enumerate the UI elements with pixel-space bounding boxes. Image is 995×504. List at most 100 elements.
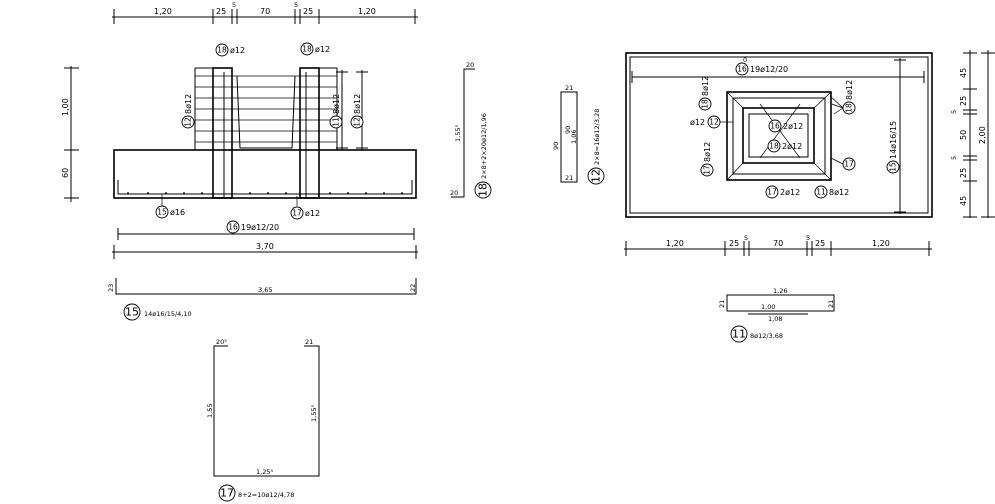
mark-18-top-left: 18 ø12	[215, 43, 245, 57]
svg-text:1,08: 1,08	[768, 315, 782, 323]
plan-inner	[629, 56, 929, 214]
svg-text:3,65: 3,65	[258, 286, 272, 294]
svg-text:19ø12/20: 19ø12/20	[750, 65, 788, 74]
svg-text:ø12: ø12	[305, 209, 320, 218]
svg-text:12: 12	[184, 117, 193, 127]
svg-text:1,55⁵: 1,55⁵	[310, 405, 318, 422]
svg-text:8ø12/3,68: 8ø12/3,68	[750, 332, 783, 340]
plan-col-core	[748, 113, 809, 158]
plan-mark-18-l: 18 8ø12	[698, 76, 712, 111]
pedestal-right	[299, 67, 320, 199]
plan-mark-16-a: 16 2ø12	[768, 119, 803, 133]
svg-text:17: 17	[844, 160, 854, 169]
svg-text:12: 12	[590, 169, 603, 183]
svg-text:18: 18	[217, 46, 227, 55]
svg-text:15: 15	[157, 208, 167, 217]
label-18-a: ø12	[230, 46, 245, 55]
svg-text:11: 11	[816, 188, 826, 197]
svg-text:2ø12: 2ø12	[780, 188, 800, 197]
plan-col-inner	[742, 107, 815, 164]
internal-dims	[336, 70, 368, 150]
svg-text:17: 17	[292, 209, 302, 218]
svg-text:17: 17	[220, 487, 234, 500]
svg-text:90: 90	[552, 142, 560, 150]
svg-text:11: 11	[332, 117, 341, 127]
svg-text:21: 21	[718, 300, 726, 308]
svg-text:21: 21	[305, 338, 313, 346]
plan-col-mid	[732, 97, 826, 175]
svg-text:14ø16/15: 14ø16/15	[889, 121, 898, 159]
svg-text:ø12: ø12	[690, 118, 705, 127]
mark-11-col: 11 8ø12	[329, 94, 343, 129]
plan-mark-17-b: 17 2ø12	[765, 185, 800, 199]
svg-text:18: 18	[477, 183, 490, 197]
mark-18-top-right: 18 ø12	[300, 42, 330, 56]
dim-vert-60: 60	[61, 168, 70, 178]
svg-text:8ø12: 8ø12	[845, 80, 854, 100]
mark-17-bottom: 17 ø12	[290, 196, 320, 220]
svg-text:21: 21	[827, 300, 835, 308]
plan-col-diagonals	[726, 91, 832, 181]
svg-text:18: 18	[302, 45, 312, 54]
dim-left-1: 1,20	[154, 7, 172, 16]
svg-text:50: 50	[959, 130, 968, 140]
svg-text:1,55: 1,55	[206, 404, 214, 418]
dim-left-4: 70	[260, 7, 270, 16]
svg-text:5: 5	[806, 234, 810, 242]
base-slab	[113, 149, 417, 199]
bottom-bar-dots	[127, 192, 403, 194]
bar-15-schedule: 23 3,65 22 15 14ø16/15/4,10	[107, 278, 417, 321]
svg-text:25: 25	[959, 96, 968, 106]
svg-text:16: 16	[770, 122, 780, 131]
elevation-view: 1,20 25 5 70 5 25 1,20 1,00 60	[61, 1, 605, 502]
mark-12-col2: 12 8ø12	[350, 94, 364, 129]
svg-text:23: 23	[107, 284, 115, 292]
svg-text:20⁵: 20⁵	[216, 338, 227, 346]
svg-text:90: 90	[564, 126, 572, 134]
svg-text:8ø12: 8ø12	[184, 94, 193, 114]
plan-col-outer	[726, 91, 832, 181]
svg-text:1,26: 1,26	[773, 287, 787, 295]
svg-text:16: 16	[228, 223, 238, 232]
bar-17-schedule: 20⁵ 21 1,55 1,55⁵ 1,25⁵ 17 8+2=10ø12/4,7…	[206, 338, 320, 502]
svg-text:1,55⁵: 1,55⁵	[454, 125, 462, 142]
dim-left-5: 5	[294, 1, 298, 9]
svg-text:15: 15	[889, 162, 898, 172]
bottom-dimension-chain-right: 1,20 25 5 70 5 25 1,20	[624, 234, 932, 256]
inner-hoop	[223, 72, 307, 198]
svg-text:2ø12: 2ø12	[782, 142, 802, 151]
svg-text:1,25⁵: 1,25⁵	[256, 468, 273, 476]
svg-text:8ø12: 8ø12	[703, 142, 712, 162]
svg-text:25: 25	[729, 239, 739, 248]
svg-text:ø16: ø16	[170, 208, 185, 217]
plan-outline	[625, 52, 933, 218]
svg-text:45: 45	[959, 68, 968, 78]
pedestal-left	[212, 67, 233, 199]
svg-text:1,20: 1,20	[666, 239, 684, 248]
column-stirrups	[195, 75, 337, 143]
right-vertical-dims: 45 25 5 50 5 25 45 2,00	[950, 50, 995, 218]
svg-text:8+2=10ø12/4,78: 8+2=10ø12/4,78	[238, 491, 294, 499]
svg-text:15: 15	[125, 306, 139, 319]
svg-text:20: 20	[466, 61, 474, 69]
svg-text:8ø12: 8ø12	[701, 76, 710, 96]
bottom-bar-15	[117, 180, 413, 195]
svg-text:70: 70	[773, 239, 783, 248]
svg-text:18: 18	[845, 103, 854, 113]
svg-text:5: 5	[744, 234, 748, 242]
svg-text:19ø12/20: 19ø12/20	[241, 223, 279, 232]
top-dimension-chain-left: 1,20 25 5 70 5 25 1,20	[112, 1, 418, 24]
svg-text:2×8=16ø12/3,28: 2×8=16ø12/3,28	[593, 109, 601, 165]
mark-16-bottom: 16 19ø12/20	[117, 220, 415, 240]
svg-text:22: 22	[409, 284, 417, 292]
svg-text:8ø12: 8ø12	[332, 94, 341, 114]
svg-text:12: 12	[353, 117, 362, 127]
plan-mark-15: 15 14ø16/15	[886, 58, 906, 214]
svg-text:5: 5	[950, 110, 958, 114]
bar-11-schedule: 1,26 21 1,00 21 1,08 11 8ø12/3,68	[718, 287, 835, 343]
svg-text:0: 0	[743, 56, 747, 64]
svg-text:45: 45	[959, 196, 968, 206]
svg-text:21: 21	[565, 174, 573, 182]
dim-left-6: 25	[303, 7, 313, 16]
